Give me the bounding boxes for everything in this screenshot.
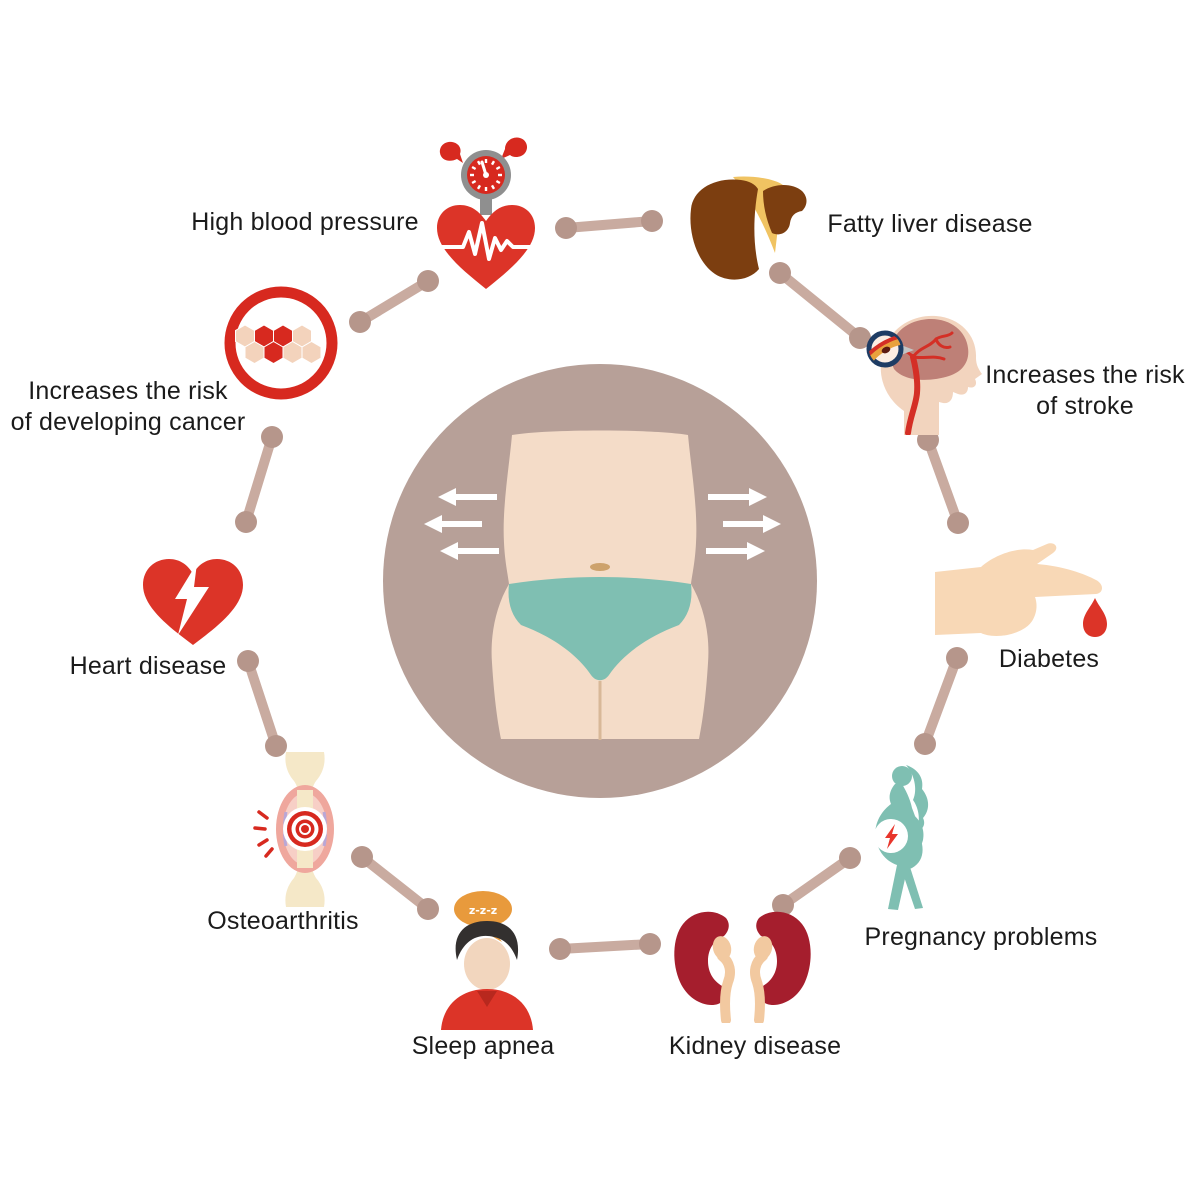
- heart-blood-pressure-gauge-icon: [427, 133, 547, 298]
- bone-connector: [549, 933, 661, 960]
- navel: [590, 563, 610, 571]
- underwear: [508, 577, 692, 681]
- ecg-line: [439, 221, 534, 261]
- label-kidney-disease: Kidney disease: [668, 1032, 842, 1060]
- snore-text: z-z-z: [469, 904, 497, 917]
- pain-lines: [253, 810, 274, 858]
- liver-icon: [683, 175, 813, 290]
- expansion-arrows: [424, 488, 781, 560]
- label-pregnancy-problems: Pregnancy problems: [864, 923, 1098, 951]
- lightning-bolt: [175, 563, 209, 635]
- label-fatty-liver-disease: Fatty liver disease: [827, 210, 1033, 238]
- lightning-bolt: [885, 824, 898, 849]
- bone-connector: [555, 210, 663, 239]
- label-diabetes: Diabetes: [998, 645, 1100, 673]
- expanding-waistline-torso-icon: [382, 363, 818, 804]
- label-sleep-apnea: Sleep apnea: [411, 1032, 555, 1060]
- bone-connector: [772, 847, 861, 916]
- brain-artery-icon: [858, 305, 993, 440]
- bone-connector: [235, 426, 283, 533]
- bone-connector: [349, 270, 439, 333]
- heart-lightning-icon: [133, 543, 253, 656]
- pregnant-woman-icon: [860, 762, 960, 917]
- pressure-gauge: [461, 150, 511, 215]
- cancer-cells-icon: [222, 284, 340, 407]
- bone-connector: [917, 429, 969, 534]
- inflamed-joint-icon: [250, 752, 355, 912]
- label-high-blood-pressure: High blood pressure: [191, 208, 419, 236]
- sleeping-person-icon: z-z-z: [430, 888, 545, 1035]
- label-cancer-risk: Increases the risk of developing cancer: [10, 377, 246, 436]
- label-osteoarthritis: Osteoarthritis: [207, 907, 359, 935]
- label-stroke-risk: Increases the risk of stroke: [985, 361, 1185, 420]
- artery: [905, 354, 921, 436]
- kidneys-icon: [670, 908, 815, 1028]
- hand-blood-drop-icon: [933, 540, 1113, 650]
- torso-icon: [491, 430, 709, 740]
- pain-target: [283, 807, 327, 851]
- label-heart-disease: Heart disease: [69, 652, 227, 680]
- blood-drop: [1083, 598, 1107, 637]
